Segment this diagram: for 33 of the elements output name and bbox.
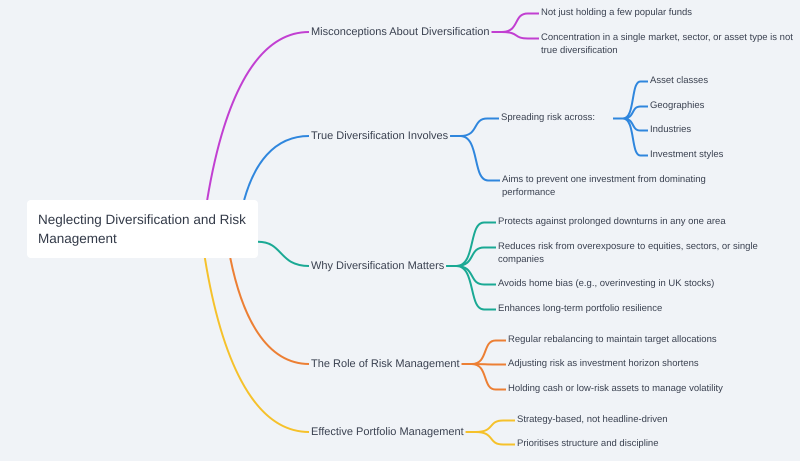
connector-line <box>229 258 310 365</box>
subtopic-text: Spreading risk across: <box>499 112 613 124</box>
branch-topic: Misconceptions About Diversification <box>309 24 492 40</box>
subtopic-text: Not just holding a few popular funds <box>539 7 793 20</box>
connector-line <box>243 135 310 200</box>
subtopic-text: Investment styles <box>648 149 772 162</box>
subtopic-text: Geographies <box>648 100 772 112</box>
branch-topic: The Role of Risk Management <box>309 356 462 372</box>
connector-line <box>462 363 506 390</box>
subtopic-text: Avoids home bias (e.g., overinvesting in UK stocks) <box>496 278 780 290</box>
subtopic-text: Strategy-based, not headline-driven <box>515 414 779 426</box>
connector-line <box>206 31 310 200</box>
subtopic-text: Adjusting risk as investment horizon shortens <box>506 358 780 370</box>
subtopic-text: Aims to prevent one investment from dominating performance <box>500 174 734 199</box>
branch-topic: Why Diversification Matters <box>309 258 446 274</box>
connector-line <box>446 265 496 310</box>
connector-line <box>258 240 310 267</box>
subtopic-text: Concentration in a single market, sector, or asset type is not true diversification <box>539 32 798 57</box>
subtopic-text: Prioritises structure and discipline <box>515 438 779 450</box>
subtopic-text: Enhances long-term portfolio resilience <box>496 303 780 316</box>
connector-line <box>466 431 515 446</box>
subtopic-text: Regular rebalancing to maintain target allocations <box>506 334 780 346</box>
connector-line <box>204 258 310 433</box>
connector-line <box>492 31 539 40</box>
central-topic-box: Neglecting Diversification and Risk Management <box>27 200 258 258</box>
branch-topic: Effective Portfolio Management <box>309 424 466 440</box>
branch-topic: True Diversification Involves <box>309 128 450 144</box>
subtopic-text: Protects against prolonged downturns in any one area <box>496 216 780 228</box>
subtopic-text: Asset classes <box>648 75 772 88</box>
subtopic-text: Holding cash or low-risk assets to manage volatility <box>506 383 780 396</box>
subtopic-text: Industries <box>648 124 772 136</box>
subtopic-text: Reduces risk from overexposure to equities, sectors, or single companies <box>496 241 760 266</box>
connector-line <box>450 135 500 182</box>
